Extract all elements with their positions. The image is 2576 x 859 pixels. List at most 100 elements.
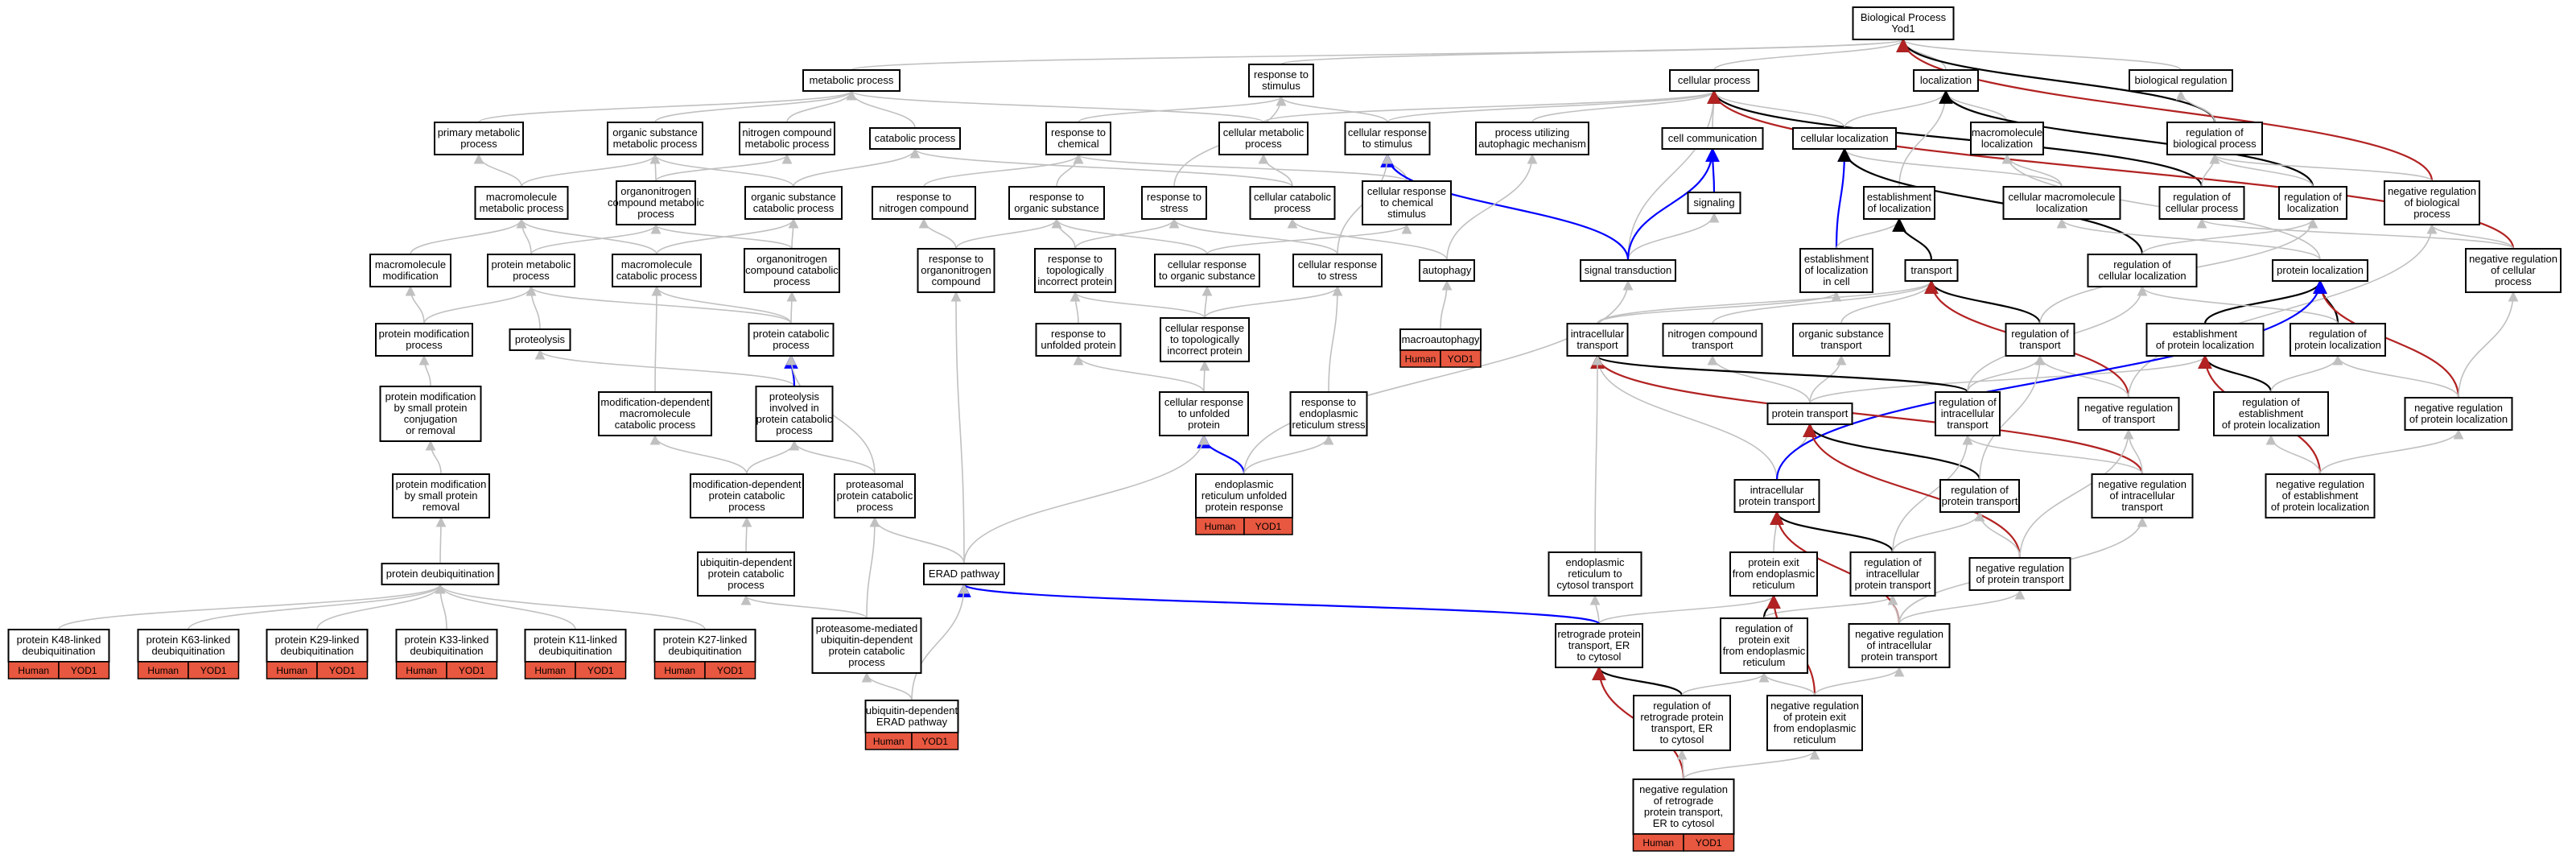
node-catabolic[interactable]: catabolic process <box>869 127 961 150</box>
node-sig-trans[interactable]: signal transduction <box>1580 259 1676 282</box>
node-cell-proc[interactable]: cellular process <box>1669 69 1759 92</box>
node-deubiq[interactable]: protein deubiquitination <box>381 563 500 585</box>
node-prot-med-ubiq[interactable]: proteasome-mediatedubiquitin-dependentpr… <box>811 617 922 674</box>
node-bio-reg[interactable]: biological regulation <box>2129 69 2233 92</box>
node-metabolic[interactable]: metabolic process <box>802 69 901 92</box>
edge-k27-to-deubiq <box>435 583 706 630</box>
node-prot-loc[interactable]: protein localization <box>2272 259 2368 282</box>
node-erad[interactable]: ERAD pathway <box>923 563 1005 585</box>
node-box <box>1766 403 1853 425</box>
node-proteolysis[interactable]: proteolysis <box>509 328 571 351</box>
node-localization[interactable]: localization <box>1913 69 1979 92</box>
node-signaling[interactable]: signaling <box>1687 192 1741 214</box>
node-prot-trans[interactable]: protein transport <box>1766 403 1853 425</box>
node-transport[interactable]: transport <box>1904 259 1959 282</box>
node-autophagy[interactable]: autophagy <box>1419 259 1475 282</box>
node-cell-loc[interactable]: cellular localization <box>1792 127 1897 150</box>
node-mod-dep-macro[interactable]: modification-dependentmacromoleculecatab… <box>598 391 712 436</box>
node-cell-comm[interactable]: cell communication <box>1661 127 1764 150</box>
